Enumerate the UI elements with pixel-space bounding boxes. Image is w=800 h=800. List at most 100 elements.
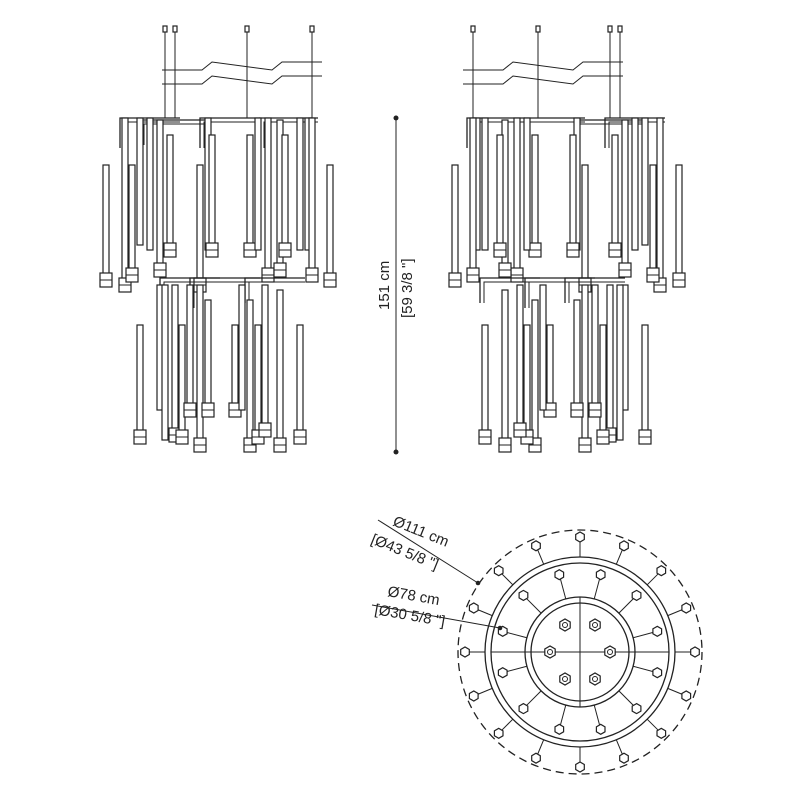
inner-lamp-cap [559,618,571,632]
glass-tube [308,117,316,271]
break-line-top [162,61,322,71]
glass-tube [656,117,664,281]
glass-tube [136,117,144,246]
inner-lamp-cap [589,672,601,686]
inner-lamp-cap [544,645,556,659]
glass-tube [326,164,334,276]
glass-tube [501,289,509,441]
outer-diameter-leader [377,519,479,584]
glass-tube [546,324,554,406]
glass-tube [254,324,262,433]
inner-lamp-cap-hole [592,676,598,682]
glass-tube [531,299,539,441]
glass-tube [186,284,194,406]
middle-lamp-cap [631,702,642,715]
inner-lamp-cap [604,645,616,659]
front-elevation-view [99,25,337,453]
wire-clamp [535,25,541,33]
inner-lamp-cap [559,672,571,686]
outer-lamp-cap [468,602,479,614]
outer-lamp-cap [575,761,585,773]
outer-lamp-cap [619,752,629,764]
glass-tube [481,324,489,433]
frame-rail-inner [248,281,305,303]
middle-lamp-cap [595,569,606,581]
glass-tube [208,134,216,246]
glass-tube [573,299,581,406]
middle-lamp-cap [518,702,529,715]
glass-tube [204,299,212,406]
glass-tube [523,324,531,433]
middle-lamp-cap [652,625,663,637]
inner-lamp-cap-hole [607,649,613,655]
outer-lamp-cap [531,752,541,764]
outer-lamp-cap [575,531,585,543]
glass-tube [581,164,589,281]
frame-rail-inner [143,123,210,145]
break-line-top [463,61,623,71]
glass-tube [539,284,547,411]
wire-clamp [172,25,178,33]
frame-rail [466,117,525,148]
glass-tube [146,117,154,251]
outer-diameter-circle [457,529,703,775]
wire-clamp [309,25,315,33]
glass-tube [451,164,459,276]
inner-lamp-cap-hole [562,676,568,682]
outer-diameter-annotation: Ø111 cm [Ø43 5/8 "] [369,513,481,586]
middle-lamp-cap [518,589,529,602]
inner-lamp-cap-hole [562,622,568,628]
glass-tube [136,324,144,433]
middle-lamp-cap [554,723,565,735]
glass-tube [631,117,639,251]
inner-lamp-cap-hole [547,649,553,655]
inner-lamp-cap-hole [592,622,598,628]
glass-tube [264,117,272,271]
glass-tube [102,164,110,276]
glass-tube [516,284,524,426]
frame-rail-inner [483,281,540,303]
glass-tube [276,289,284,441]
glass-tube [296,324,304,433]
outer-lamp-cap [681,602,692,614]
outer-lamp-cap [656,727,667,739]
glass-tube [621,119,629,266]
glass-tube [481,117,489,251]
glass-tube [523,117,531,251]
glass-tube [246,134,254,246]
glass-tube [281,134,289,246]
outer-lamp-cap [656,565,667,577]
inner-diameter-leader-dot [497,625,503,631]
glass-tube [469,117,477,271]
height-metric-label: 151 cm [376,261,393,310]
glass-tube [166,134,174,246]
glass-tube [513,117,521,271]
outer-lamp-cap [690,646,700,658]
wire-clamp [470,25,476,33]
outer-lamp-cap [468,690,479,702]
inner-diameter-leader [371,604,501,629]
glass-tube [261,284,269,426]
middle-lamp-cap [652,667,663,679]
glass-tube [246,299,254,441]
glass-tube [641,324,649,433]
glass-tube [641,117,649,246]
frame-rail [119,117,180,148]
height-dimension-top-dot [393,115,399,121]
glass-tube [161,284,169,441]
glass-tube [531,134,539,246]
glass-tube [128,164,136,271]
glass-tube [611,134,619,246]
frame-rail-inner [203,121,260,148]
middle-lamp-cap [554,569,565,581]
glass-tube [121,117,129,281]
outer-lamp-cap [460,646,470,658]
glass-tube [171,284,179,431]
plan-view [457,529,703,775]
inner-lamp-cap [589,618,601,632]
middle-lamp-cap [497,667,508,679]
outer-diameter-leader-dot [475,580,481,586]
outer-lamp-cap [681,690,692,702]
